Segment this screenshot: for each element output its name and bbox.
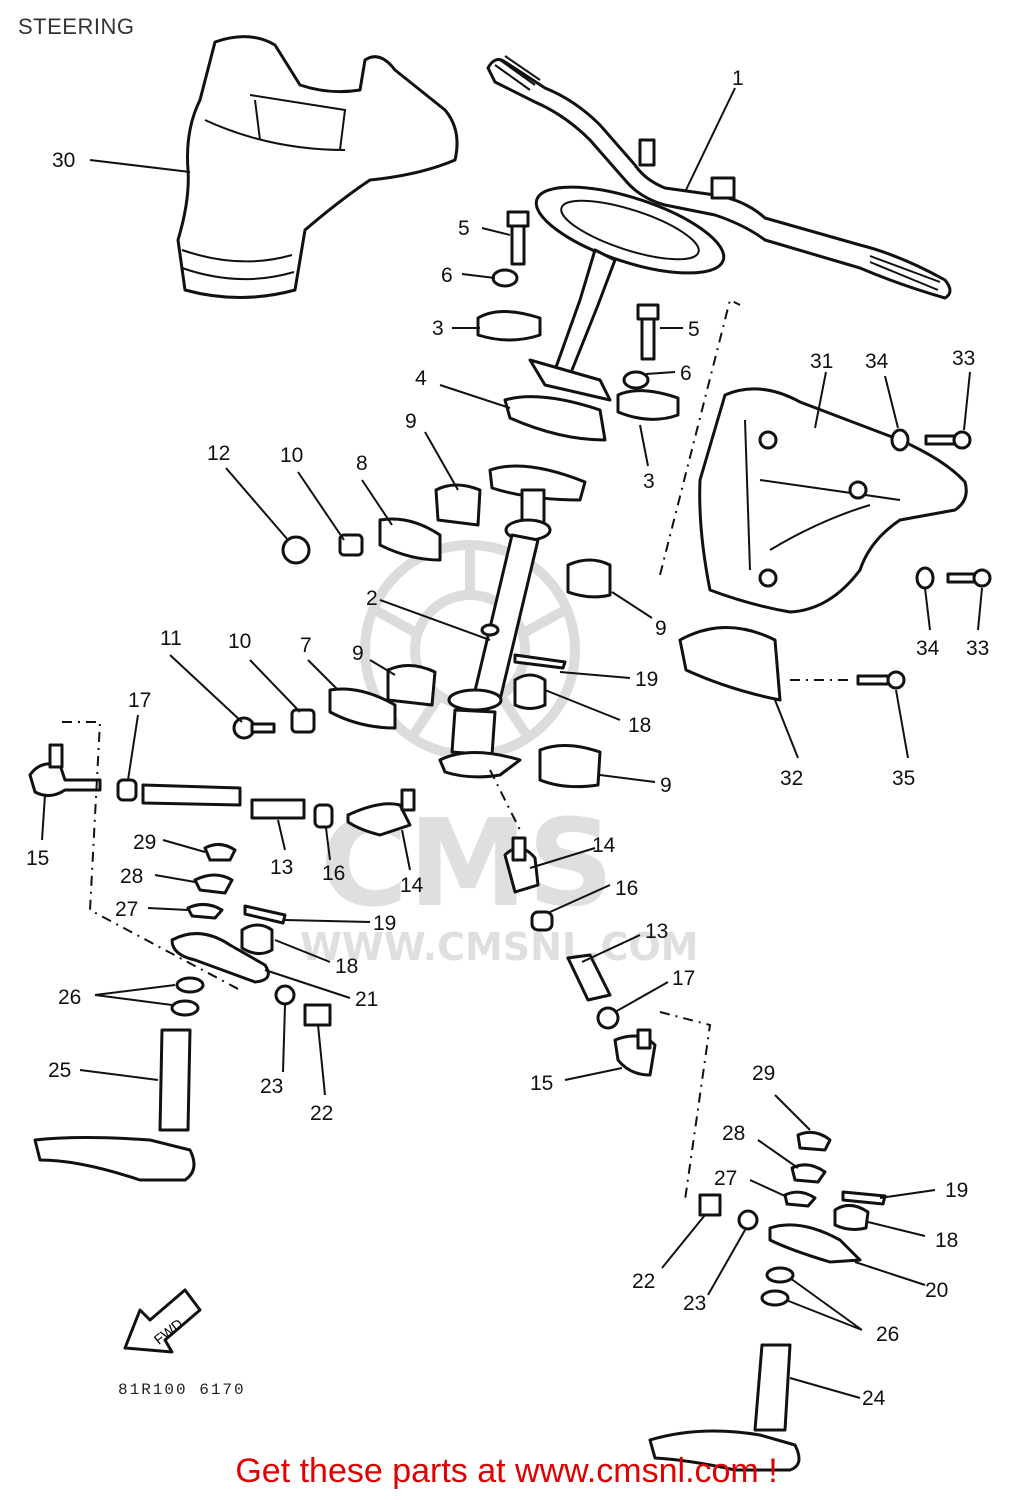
label-20: 20 <box>925 1279 948 1302</box>
label-10b: 10 <box>228 630 251 653</box>
label-19: 19 <box>635 668 658 691</box>
label-28b: 28 <box>722 1122 745 1145</box>
label-25: 25 <box>48 1059 71 1082</box>
label-4: 4 <box>415 367 427 390</box>
label-6b: 6 <box>680 362 692 385</box>
label-9c: 9 <box>352 642 364 665</box>
label-10: 10 <box>280 444 303 467</box>
label-8: 8 <box>356 452 368 475</box>
label-13b: 13 <box>645 920 668 943</box>
part-steering-wheel <box>528 185 726 402</box>
label-18: 18 <box>628 714 651 737</box>
label-6: 6 <box>441 264 453 287</box>
label-9d: 9 <box>660 774 672 797</box>
part-knuckle-right <box>648 1130 887 1472</box>
label-16b: 16 <box>615 877 638 900</box>
label-12: 12 <box>207 442 230 465</box>
label-14: 14 <box>400 874 424 897</box>
part-bushings-brackets <box>232 483 612 789</box>
label-30: 30 <box>52 149 75 172</box>
part-steering-column <box>438 464 587 779</box>
label-15: 15 <box>26 847 49 870</box>
label-26: 26 <box>58 986 81 1009</box>
label-17: 17 <box>128 689 151 712</box>
label-9b: 9 <box>655 617 667 640</box>
label-7: 7 <box>300 634 312 657</box>
label-26b: 26 <box>876 1323 899 1346</box>
part-knuckle-left <box>33 721 332 1182</box>
label-18c: 18 <box>935 1229 958 1252</box>
label-16: 16 <box>322 862 345 885</box>
label-33: 33 <box>952 347 975 370</box>
label-27b: 27 <box>714 1167 737 1190</box>
label-22: 22 <box>310 1102 333 1125</box>
label-28: 28 <box>120 865 143 888</box>
leader-lines <box>41 87 983 1399</box>
callout-labels: 1 2 3 3 4 5 5 6 6 7 8 9 9 9 9 10 10 11 1… <box>26 67 989 1410</box>
label-22b: 22 <box>632 1270 655 1293</box>
label-13: 13 <box>270 856 293 879</box>
label-17b: 17 <box>672 967 695 990</box>
label-21: 21 <box>355 988 378 1011</box>
page-title: STEERING <box>18 14 135 39</box>
label-2: 2 <box>366 587 378 610</box>
label-27: 27 <box>115 898 138 921</box>
label-1: 1 <box>732 67 744 90</box>
label-34b: 34 <box>916 637 940 660</box>
label-35: 35 <box>892 767 915 790</box>
label-3b: 3 <box>643 470 655 493</box>
label-11: 11 <box>160 627 182 650</box>
label-14b: 14 <box>592 834 616 857</box>
watermark: CMS WWW.CMSNL.COM <box>300 540 699 969</box>
label-9: 9 <box>405 410 417 433</box>
label-32: 32 <box>780 767 803 790</box>
label-5: 5 <box>458 217 470 240</box>
label-23: 23 <box>260 1075 283 1098</box>
label-31: 31 <box>810 350 833 373</box>
label-23b: 23 <box>683 1292 706 1315</box>
label-34: 34 <box>865 350 889 373</box>
label-19c: 19 <box>945 1179 968 1202</box>
drawing-code: 81R100 6170 <box>118 1381 246 1399</box>
label-24: 24 <box>862 1387 886 1410</box>
watermark-text: WWW.CMSNL.COM <box>300 925 699 969</box>
label-33b: 33 <box>966 637 989 660</box>
part-instrument-cover <box>176 35 459 299</box>
label-15b: 15 <box>530 1072 553 1095</box>
footer-link[interactable]: Get these parts at www.cmsnl.com ! <box>235 1452 778 1490</box>
label-29b: 29 <box>752 1062 775 1085</box>
part-frame-bracket <box>659 298 992 702</box>
label-5b: 5 <box>688 318 700 341</box>
label-3: 3 <box>432 317 444 340</box>
fwd-arrow-icon: FWD <box>123 1288 202 1354</box>
part-tie-rod-left <box>28 743 416 837</box>
label-18b: 18 <box>335 955 358 978</box>
label-29: 29 <box>133 831 156 854</box>
label-19b: 19 <box>373 912 396 935</box>
part-handlebar <box>486 55 952 300</box>
part-tie-rod-right <box>489 769 712 1201</box>
